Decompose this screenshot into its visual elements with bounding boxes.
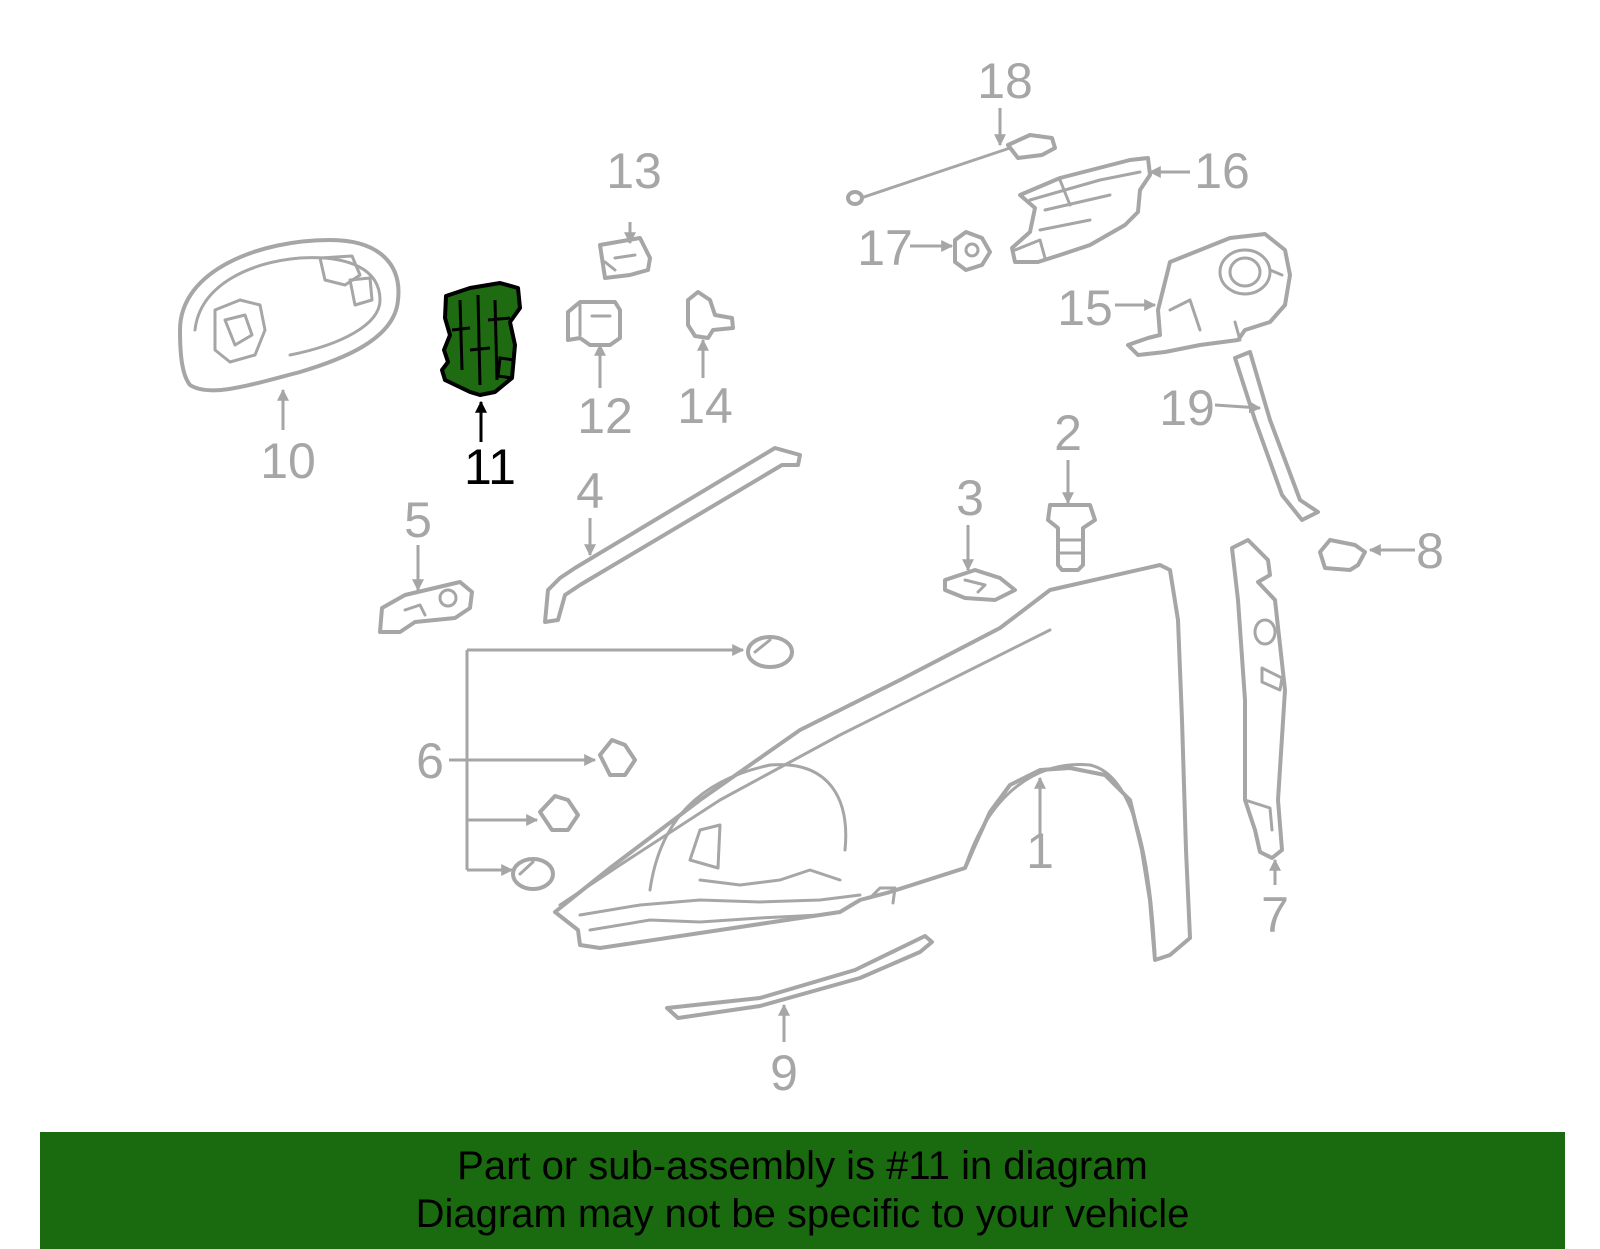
part-14-screw[interactable] — [686, 290, 735, 340]
callout-9: 9 — [770, 1045, 798, 1101]
part-11-bracket[interactable] — [440, 281, 522, 397]
info-banner: Part or sub-assembly is #11 in diagram D… — [40, 1132, 1565, 1249]
part-12-clip[interactable] — [566, 300, 622, 347]
callout-13: 13 — [606, 143, 662, 199]
banner-line-2: Diagram may not be specific to your vehi… — [415, 1192, 1190, 1236]
callout-3: 3 — [956, 470, 984, 526]
part-8-clip[interactable] — [1318, 538, 1367, 572]
parts-diagram: 1 2 3 4 5 6 7 8 9 10 11 12 13 14 15 16 1… — [178, 53, 1444, 1101]
callout-18: 18 — [977, 53, 1033, 109]
callout-10: 10 — [260, 433, 316, 489]
callout-12: 12 — [577, 388, 633, 444]
part-13-bracket[interactable] — [598, 236, 652, 280]
part-10-panel[interactable] — [178, 238, 401, 393]
part-17-grommet[interactable] — [953, 230, 992, 272]
callout-11: 11 — [464, 439, 516, 495]
callout-17: 17 — [857, 220, 913, 276]
callout-2: 2 — [1054, 405, 1082, 461]
callout-16: 16 — [1194, 143, 1250, 199]
callout-numbers: 1 2 3 4 5 6 7 8 9 10 11 12 13 14 15 16 1… — [260, 53, 1444, 1101]
part-3-bracket[interactable] — [943, 568, 1017, 602]
part-7-bracket[interactable] — [1230, 538, 1287, 860]
leader-arrows — [277, 108, 1415, 1042]
part-5-bracket[interactable] — [378, 580, 474, 634]
part-4-strip[interactable] — [543, 446, 802, 624]
part-15-housing[interactable] — [1126, 232, 1292, 357]
part-19-strip[interactable] — [1233, 350, 1320, 522]
part-9-strip[interactable] — [665, 934, 934, 1020]
callout-4: 4 — [576, 463, 604, 519]
part-2-bolt[interactable] — [1046, 503, 1097, 572]
callout-5: 5 — [404, 492, 432, 548]
callout-14: 14 — [677, 378, 733, 434]
part-16-latch[interactable] — [1010, 156, 1152, 264]
callout-7: 7 — [1261, 887, 1289, 943]
callout-15: 15 — [1057, 280, 1113, 336]
callout-6: 6 — [416, 733, 444, 789]
part-18-cable[interactable] — [846, 133, 1057, 206]
part-6-clips[interactable] — [449, 635, 794, 891]
callout-8: 8 — [1416, 523, 1444, 579]
banner-line-1: Part or sub-assembly is #11 in diagram — [457, 1144, 1148, 1188]
part-1-fender[interactable] — [553, 563, 1192, 962]
callout-19: 19 — [1159, 380, 1215, 436]
callout-1: 1 — [1026, 823, 1054, 879]
